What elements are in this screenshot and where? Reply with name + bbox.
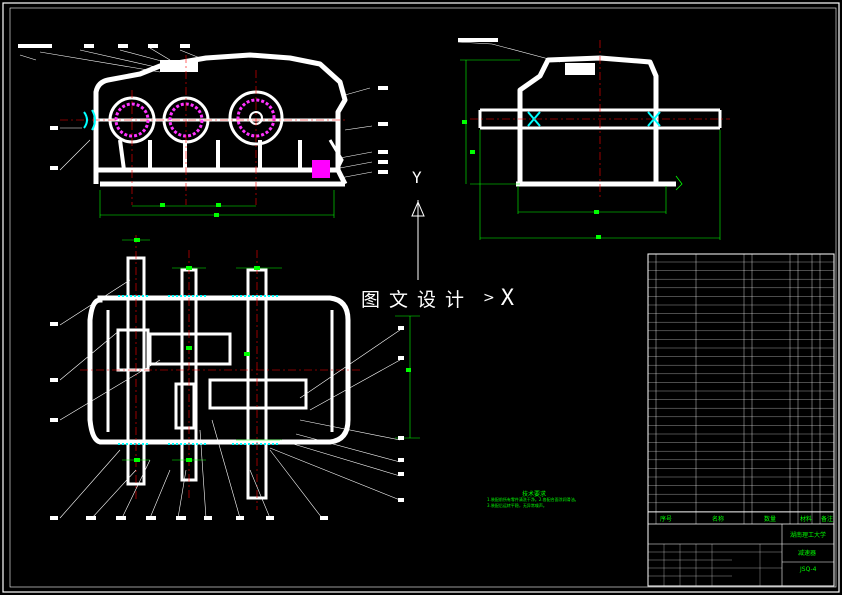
tech-note-line: 3.装配后运转平稳，无异常噪声。 — [487, 503, 547, 508]
drawing-inner-border — [9, 7, 837, 588]
watermark: 图文设计 > X — [357, 281, 514, 315]
parts-list — [647, 253, 835, 587]
ucs-icon — [411, 200, 425, 280]
tech-note-title: 技术要求 — [522, 491, 547, 498]
pl-header-no: 序号 — [660, 516, 673, 523]
side-view — [457, 38, 730, 240]
front-view — [18, 44, 388, 218]
pl-header-name: 名称 — [712, 516, 725, 523]
tech-note-lines: 1.装配前所有零件清洗干净。2.各配合面涂润滑油。 3.装配后运转平稳，无异常噪… — [487, 497, 579, 509]
tech-note-line: 1.装配前所有零件清洗干净。2.各配合面涂润滑油。 — [487, 497, 579, 502]
oil-plug — [312, 160, 330, 178]
drawing-name: 减速器 — [798, 550, 817, 557]
pl-header-remark: 备注 — [821, 516, 834, 523]
watermark-text: 图文设计 — [357, 284, 478, 312]
plan-view — [50, 235, 420, 520]
y-axis-label: Y — [412, 168, 422, 187]
pl-header-qty: 数量 — [764, 516, 777, 523]
school-name: 湖南理工大学 — [790, 532, 827, 539]
watermark-x-mark: X — [500, 285, 514, 311]
drawing-number: JSQ-4 — [800, 566, 817, 573]
watermark-arrow: > — [483, 290, 495, 306]
pl-header-material: 材料 — [800, 516, 813, 523]
